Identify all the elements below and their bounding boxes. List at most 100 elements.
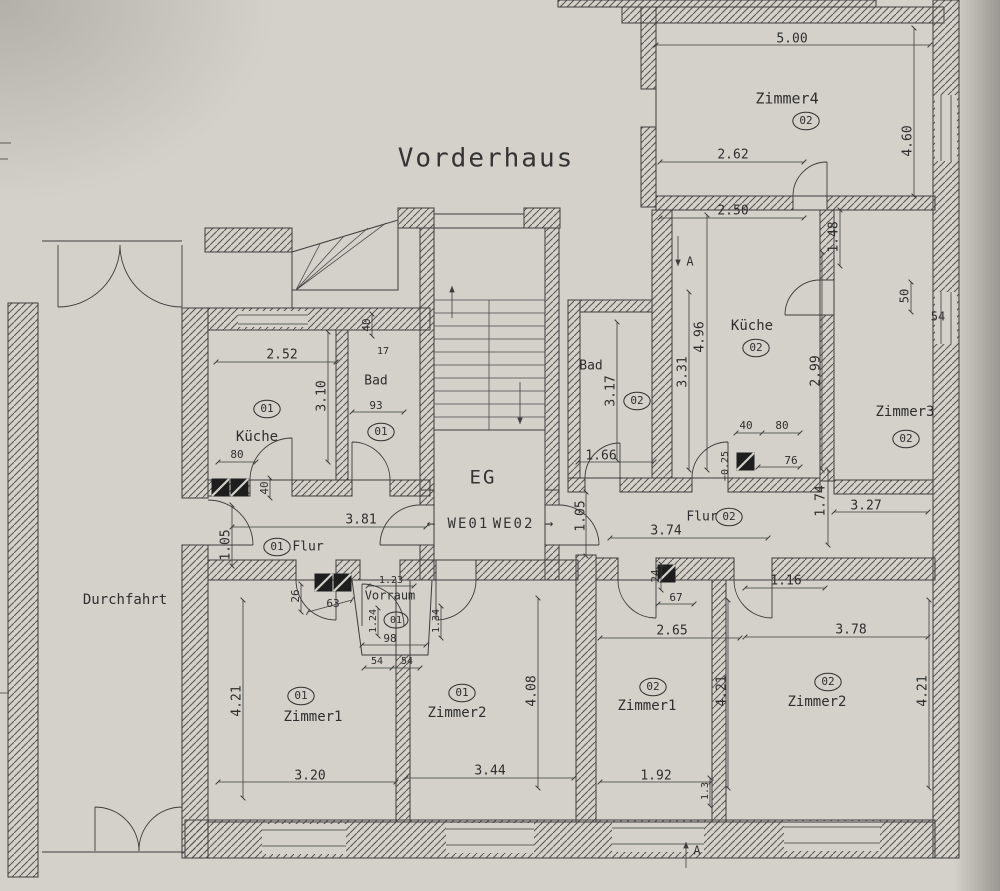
dim-label: 40 bbox=[739, 419, 752, 432]
unit-tag-circle bbox=[892, 429, 920, 449]
dim-label: 3.20 bbox=[294, 769, 325, 784]
room-label: Zimmer3 bbox=[875, 404, 934, 420]
dim-label: 2.62 bbox=[717, 148, 748, 163]
tag-label: 01 bbox=[455, 686, 468, 699]
dim-label: 1.74 bbox=[814, 485, 829, 516]
dim-label: 4.60 bbox=[901, 125, 916, 156]
dim-label: 4.08 bbox=[525, 675, 540, 706]
scan-artifact bbox=[0, 692, 9, 694]
room-label: Bad bbox=[579, 359, 602, 374]
room-label: Flur bbox=[686, 510, 717, 525]
dim-label: 76 bbox=[784, 454, 797, 467]
tag-label: 02 bbox=[799, 114, 812, 127]
room-label: Zimmer1 bbox=[617, 698, 676, 714]
tag-label: 02 bbox=[749, 341, 762, 354]
gate-bottom-right-leaf bbox=[138, 806, 183, 852]
gate-top-left-leaf bbox=[57, 244, 121, 308]
tag-label: 02 bbox=[630, 394, 643, 407]
dim-label: 4.96 bbox=[693, 321, 708, 352]
dim-label: 67 bbox=[669, 591, 682, 604]
scan-artifact bbox=[0, 158, 8, 160]
dim-label: 4.21 bbox=[715, 675, 730, 706]
room-label: Zimmer4 bbox=[755, 90, 818, 108]
dim-label: 1.05 bbox=[574, 500, 589, 531]
dim-label: 1.48 bbox=[827, 221, 842, 252]
dim-label: 54 bbox=[371, 656, 383, 667]
dim-label: 98 bbox=[383, 632, 396, 645]
tag-label: 01 bbox=[260, 402, 273, 415]
door-kueche-we02 bbox=[691, 441, 729, 479]
dim-label: 3.74 bbox=[650, 524, 681, 539]
dim-label: 80 bbox=[230, 448, 243, 461]
door-bad-we01 bbox=[351, 441, 391, 481]
dim-label: 17 bbox=[377, 346, 389, 357]
dim-label: 54 bbox=[401, 656, 413, 667]
door-zimmer2-we01 bbox=[435, 579, 477, 621]
room-label: Vorraum bbox=[365, 589, 416, 603]
dim-label: 80 bbox=[775, 419, 788, 432]
tag-label: 02 bbox=[899, 432, 912, 445]
room-label: Küche bbox=[731, 318, 773, 334]
title-label: WE02 → bbox=[493, 516, 556, 532]
dim-label: 1.24 bbox=[368, 609, 379, 633]
dim-label: 1.05 bbox=[219, 529, 234, 560]
dimension-lines bbox=[213, 25, 933, 809]
dim-label: 2.52 bbox=[266, 348, 297, 363]
tag-label: 01 bbox=[374, 425, 387, 438]
dim-label: 1.34 bbox=[431, 609, 442, 633]
door-zimmer1-we02 bbox=[617, 579, 657, 619]
room-label: Durchfahrt bbox=[83, 592, 167, 608]
section-marks bbox=[675, 236, 689, 868]
tag-label: 01 bbox=[270, 540, 283, 553]
dim-label: 2.99 bbox=[809, 355, 824, 386]
unit-tag-circle bbox=[792, 111, 820, 131]
title-label: Vorderhaus bbox=[398, 144, 575, 174]
scan-artifact bbox=[0, 142, 11, 144]
tag-label: 01 bbox=[390, 615, 402, 626]
dim-label: 3.31 bbox=[676, 356, 691, 387]
dim-label: 26 bbox=[289, 589, 302, 602]
room-label: Zimmer2 bbox=[427, 705, 486, 721]
unit-tag-circle bbox=[253, 399, 281, 419]
dim-label: 3.44 bbox=[474, 764, 505, 779]
dim-label: 3.17 bbox=[604, 375, 619, 406]
tag-label: 01 bbox=[294, 689, 307, 702]
dim-label: 3.10 bbox=[315, 380, 330, 411]
tag-label: 02 bbox=[821, 675, 834, 688]
unit-tag-circle bbox=[367, 422, 395, 442]
room-label: Küche bbox=[236, 429, 278, 445]
dim-label: 3.81 bbox=[345, 513, 376, 528]
dim-label: 93 bbox=[369, 399, 382, 412]
dim-label: 54 bbox=[931, 310, 945, 324]
door-zimmer3 bbox=[784, 279, 821, 316]
gate-bottom-left-leaf bbox=[94, 806, 140, 852]
unit-tag-circle bbox=[623, 391, 651, 411]
dim-label: +0.25 bbox=[720, 451, 731, 481]
mark-label: A bbox=[693, 844, 701, 858]
title-label: EG bbox=[470, 467, 497, 489]
dim-label: 24 bbox=[649, 569, 662, 583]
unit-tag-circle bbox=[715, 507, 743, 527]
dim-label: 1.16 bbox=[770, 574, 801, 589]
outer-walls bbox=[7, 0, 960, 878]
unit-tag-circle bbox=[742, 338, 770, 358]
mark-label: A bbox=[686, 255, 694, 269]
dim-label: 5.00 bbox=[776, 32, 807, 47]
title-label: ← WE01 bbox=[427, 516, 490, 532]
staircase bbox=[291, 219, 546, 431]
door-zimmer4 bbox=[792, 161, 828, 197]
dim-label: 1.23 bbox=[379, 575, 403, 586]
unit-tag-circle bbox=[814, 672, 842, 692]
dim-label: 1.66 bbox=[585, 449, 616, 464]
dim-label: 1.3 bbox=[700, 782, 711, 800]
dim-label: 4.21 bbox=[916, 675, 931, 706]
room-label: Zimmer1 bbox=[283, 709, 342, 725]
room-label: Bad bbox=[364, 374, 387, 389]
gate-top-right-leaf bbox=[119, 244, 183, 308]
tag-label: 02 bbox=[722, 510, 735, 523]
room-label: Zimmer2 bbox=[787, 694, 846, 710]
room-label: Flur bbox=[292, 540, 323, 555]
dim-label: 3.27 bbox=[850, 499, 881, 514]
